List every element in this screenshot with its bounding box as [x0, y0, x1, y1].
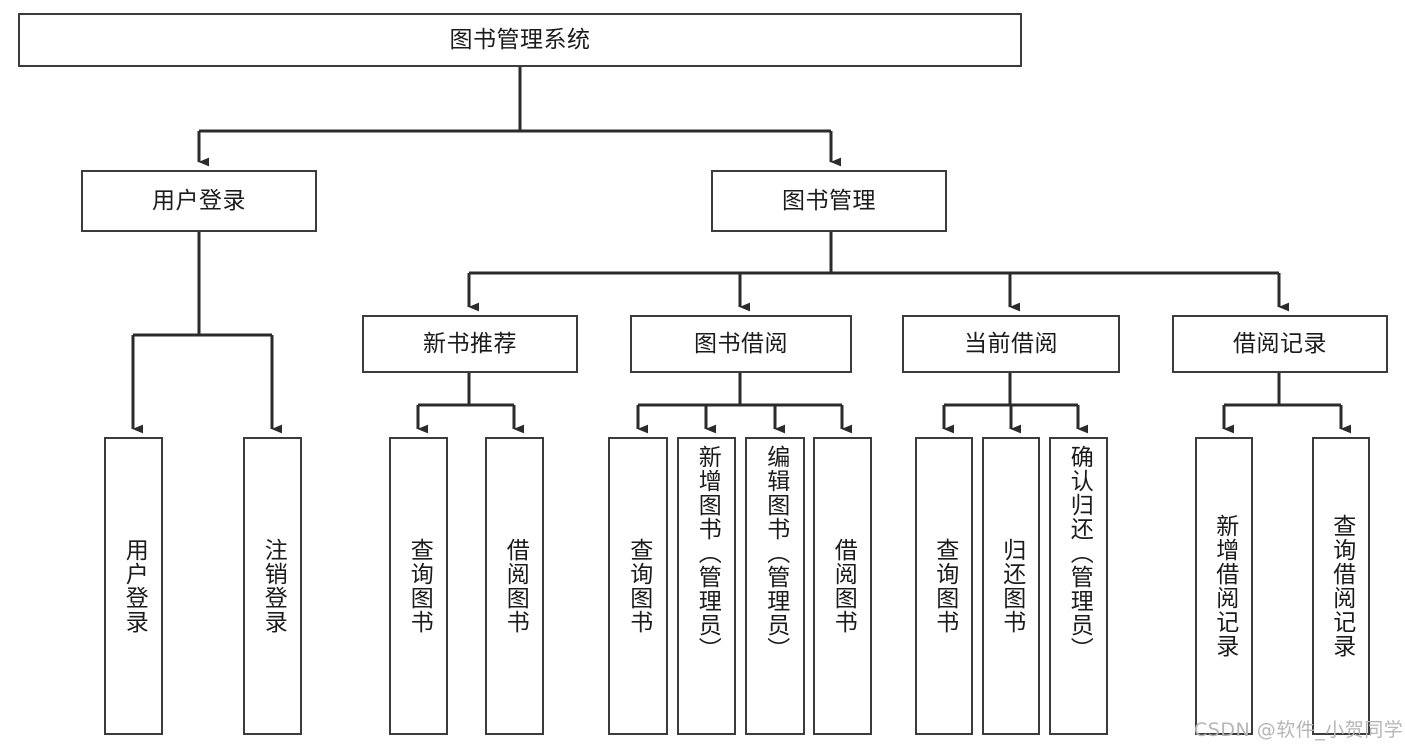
- node-leaf-borrow-book-label: 借阅图书: [830, 538, 857, 634]
- node-leaf-logout-login-label: 注销登录: [260, 538, 287, 634]
- node-book-manage[interactable]: 图书管理: [711, 170, 947, 232]
- node-borrow-record-label: 借阅记录: [1233, 330, 1327, 357]
- node-leaf-return-book[interactable]: 归还图书: [982, 437, 1040, 735]
- node-new-book-recommend-label: 新书推荐: [423, 330, 517, 357]
- node-current-borrow-label: 当前借阅: [964, 330, 1058, 357]
- node-new-book-recommend[interactable]: 新书推荐: [362, 315, 578, 373]
- node-leaf-query-borrow-record-label: 查询借阅记录: [1328, 514, 1355, 658]
- node-leaf-logout-login[interactable]: 注销登录: [243, 437, 302, 735]
- node-leaf-user-login[interactable]: 用户登录: [104, 437, 163, 735]
- node-leaf-query-book-borrow[interactable]: 查询图书: [608, 437, 668, 735]
- node-book-borrow-label: 图书借阅: [694, 330, 788, 357]
- node-book-manage-label: 图书管理: [782, 187, 876, 214]
- node-book-borrow[interactable]: 图书借阅: [630, 315, 852, 373]
- node-leaf-borrow-book-recommend[interactable]: 借阅图书: [485, 437, 544, 735]
- node-leaf-query-book-recommend-label: 查询图书: [406, 538, 433, 634]
- node-root-system[interactable]: 图书管理系统: [18, 13, 1022, 67]
- node-leaf-edit-book-admin[interactable]: 编辑图书（管理员）: [745, 437, 805, 735]
- node-leaf-borrow-book-recommend-label: 借阅图书: [502, 538, 529, 634]
- node-leaf-query-borrow-record[interactable]: 查询借阅记录: [1312, 437, 1370, 735]
- node-leaf-query-book-recommend[interactable]: 查询图书: [389, 437, 448, 735]
- node-user-login[interactable]: 用户登录: [81, 170, 317, 232]
- node-root-label: 图书管理系统: [449, 26, 591, 53]
- node-leaf-query-book-borrow-label: 查询图书: [625, 538, 652, 634]
- node-leaf-confirm-return-admin-label: 确认归还（管理员）: [1066, 445, 1093, 661]
- node-leaf-return-book-label: 归还图书: [998, 538, 1025, 634]
- node-leaf-add-borrow-record[interactable]: 新增借阅记录: [1195, 437, 1253, 735]
- node-leaf-edit-book-admin-label: 编辑图书（管理员）: [762, 445, 789, 661]
- node-leaf-add-borrow-record-label: 新增借阅记录: [1211, 514, 1238, 658]
- node-leaf-add-book-admin[interactable]: 新增图书（管理员）: [677, 437, 736, 735]
- node-leaf-borrow-book[interactable]: 借阅图书: [813, 437, 872, 735]
- node-leaf-user-login-label: 用户登录: [121, 538, 148, 634]
- node-leaf-query-book-current-label: 查询图书: [931, 538, 958, 634]
- node-user-login-label: 用户登录: [152, 187, 246, 214]
- node-leaf-query-book-current[interactable]: 查询图书: [915, 437, 973, 735]
- node-borrow-record[interactable]: 借阅记录: [1172, 315, 1388, 373]
- node-leaf-confirm-return-admin[interactable]: 确认归还（管理员）: [1049, 437, 1108, 735]
- node-current-borrow[interactable]: 当前借阅: [902, 315, 1120, 373]
- node-leaf-add-book-admin-label: 新增图书（管理员）: [694, 445, 721, 661]
